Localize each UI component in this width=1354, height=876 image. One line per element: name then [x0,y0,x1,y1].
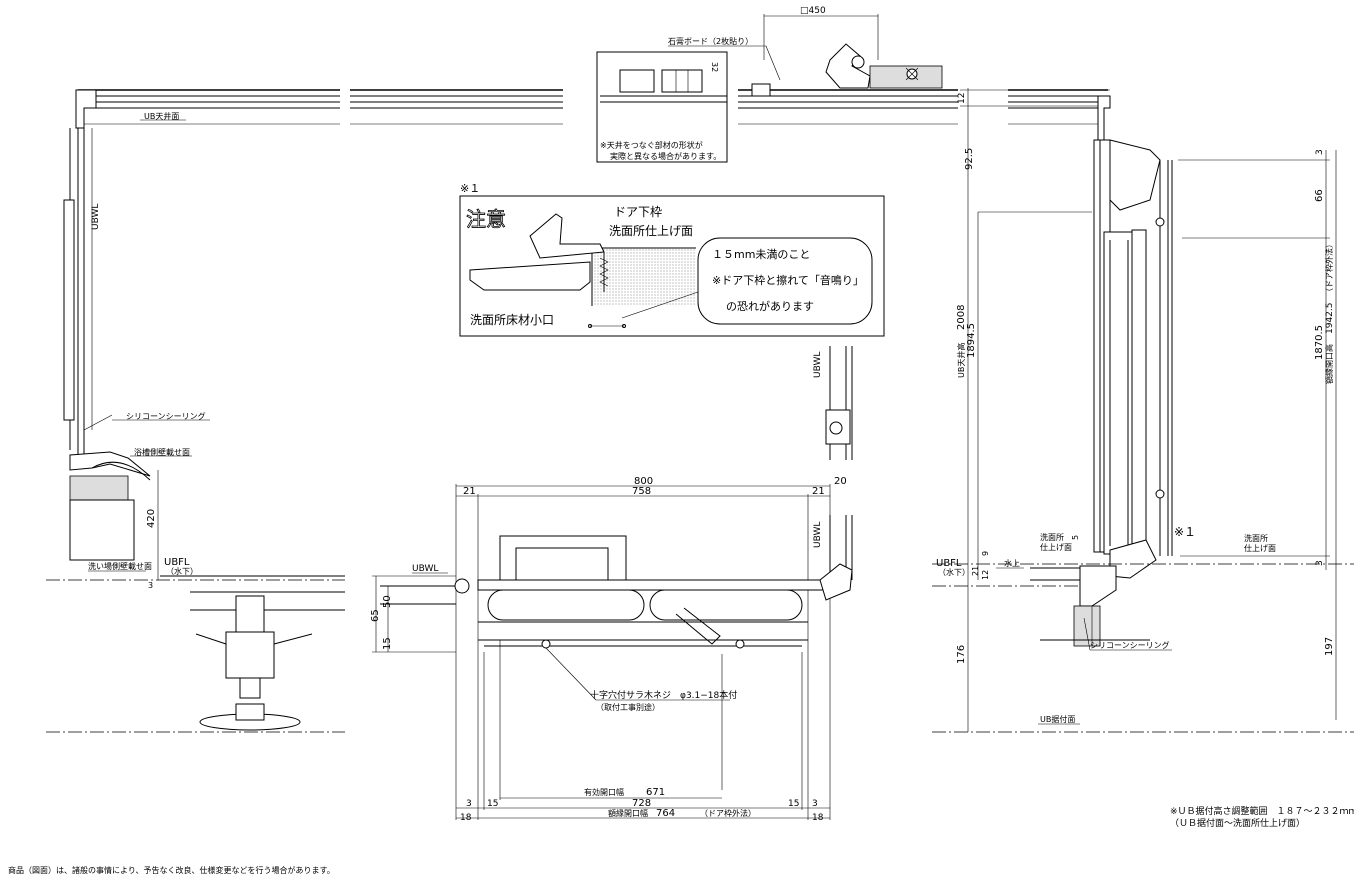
effective-width: 671 [646,787,665,798]
dim-15: 15 [382,637,393,650]
finish-d: 仕上げ面 [1244,543,1276,553]
dim-3-bottom-right: 3 [1315,560,1325,566]
ub-ceiling-height-label: UB天井高 [956,343,966,378]
door-frame-label: ドア下枠 [614,205,662,219]
dim-15a: 15 [487,799,498,809]
dim-9: 9 [981,551,990,556]
finish-b: 仕上げ面 [1040,542,1072,552]
finish-surface-label: 洗面所仕上げ面 [609,224,693,238]
silicone-right-label: シリコーンシーリング [1090,640,1170,650]
silicone-left-label: シリコーンシーリング [126,411,206,421]
dim-50: 50 [382,595,393,608]
ubwl-mid-label: UBWL [813,522,823,548]
water-up-label: 水上 [1004,558,1020,568]
dim-2008: 2008 [956,305,967,330]
frame-width: 764 [656,808,675,819]
caution-ref: ※１ [460,182,480,195]
dim-21a: 21 [463,486,476,497]
dim-1870-5: 1870.5 [1314,325,1325,360]
dim-176: 176 [956,645,967,664]
screw-sub-label: （取付工事別途） [596,702,660,712]
note2: ※ドア下枠と擦れて「音鳴り」 [712,273,864,287]
dim-5: 5 [1071,535,1080,540]
dim-800: 800 [634,476,653,487]
dim-65: 65 [370,609,381,622]
dim-450: □450 [800,6,826,16]
water-down-right: （水下） [938,567,970,577]
dim-92-5: 92.5 [964,148,975,170]
dim-21-right: 21 [971,566,980,576]
note-line2: 実際と異なる場合があります。 [610,151,721,161]
door-outer-label: （ドア枠外法） [1324,240,1334,296]
wash-wall-label: 洗い場側壁載せ面 [88,561,152,571]
footer-disclaimer: 商品（図面）は、諸般の事情により、予告なく改良、仕様変更などを行う場合があります… [8,865,335,875]
dim-1894-5: 1894.5 [966,323,977,358]
range-line2: （ＵＢ据付面〜洗面所仕上げ面） [1170,817,1305,829]
frame-outer-label: （ドア枠外法） [700,808,756,818]
screw-label: 十字穴付サラ木ネジ φ3.1−18本付 [590,689,737,701]
range-line1: ※ＵＢ据付高さ調整範囲 １８７〜２３２ｍｍ [1170,805,1354,817]
finish-c: 洗面所 [1244,533,1268,543]
ref1-right: ※１ [1174,525,1196,539]
ubwl-top-label: UBWL [813,352,823,378]
dim-420: 420 [146,509,157,528]
note-line1: ※天井をつなぐ部材の形状が [600,140,703,150]
caution-box: ※１ 注意 ドア下枠 洗面所仕上げ面 １５mm未満のこと ※ドア下枠と擦れて「音… [459,182,885,337]
frame-width-label: 額縁開口幅 [608,808,648,818]
dim-197: 197 [1324,637,1335,656]
dim-3a: 3 [466,799,472,809]
ubfl-right-label: UBFL [936,558,962,569]
dim-3-top-right: 3 [1315,149,1325,155]
dim-18a: 18 [460,813,472,823]
dim-1942-5: 1942.5 [1325,303,1335,335]
bathtub-wall-label: 浴槽側壁載せ面 [134,447,190,457]
ubwl-left-label: UBWL [91,204,101,230]
floor-edge-label: 洗面所床材小口 [470,313,554,327]
ubfl-left-label: UBFL [164,557,190,568]
dim-21b: 21 [812,486,825,497]
dim-20: 20 [834,476,847,487]
frame-height-label: 額縁開口高 [1324,344,1334,384]
note3: の恐れがあります [726,299,814,313]
dim-3b: 3 [812,799,818,809]
ub-ceiling-label: UB天井面 [144,111,179,121]
top-detail: □450 石膏ボード（2枚貼り） 32 ※天井をつなぐ部材の形状が 実際と異なる… [596,6,943,163]
right-section: 12 92.5 2008 1894.5 UB天井高 3 66 1870.5 額縁… [932,88,1354,829]
dim-18b: 18 [812,813,824,823]
caution-title: 注意 [466,207,506,231]
effective-width-label: 有効開口幅 [584,787,624,797]
dim-32: 32 [710,62,719,72]
left-section: UB天井面 UBWL シリコーンシーリング 浴槽側壁載せ面 420 UBFL （… [46,89,345,733]
note1: １５mm未満のこと [712,248,810,261]
dim-12b: 12 [981,570,990,580]
gypsum-board-label: 石膏ボード（2枚貼り） [668,36,753,46]
dim-3-left: 3 [148,581,153,590]
plan-view: UBWL UBWL 800 20 21 758 21 UBWL 65 50 15 [370,346,853,823]
ceiling-lines [78,89,1108,125]
ub-install-label: UB据付面 [1040,714,1075,724]
dim-728: 728 [632,798,651,809]
dim-12-top: 12 [957,93,967,104]
ubwl-left-plan-label: UBWL [412,564,438,574]
dim-15b: 15 [788,799,799,809]
dim-66: 66 [1314,189,1325,202]
dim-758: 758 [632,486,651,497]
water-down-left-label: （水下） [166,566,198,576]
finish-a: 洗面所 [1040,532,1064,542]
